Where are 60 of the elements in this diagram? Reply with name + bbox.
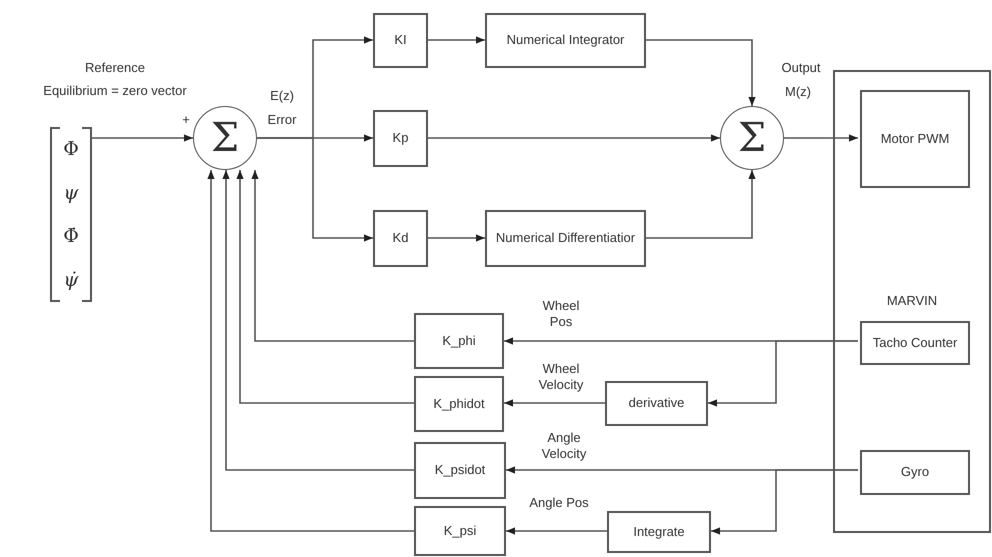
sigma-symbol: Σ <box>738 118 766 158</box>
process-block <box>414 506 506 556</box>
block-label: Kp <box>392 130 410 147</box>
signal-label: Error <box>266 112 298 128</box>
process-block <box>414 442 506 499</box>
block-label: K_psi <box>442 522 478 540</box>
arrow <box>504 399 605 407</box>
block-label: Numerical Differentiatior <box>494 230 636 247</box>
arrow <box>646 170 756 239</box>
process-block <box>373 210 428 267</box>
signal-label: Reference <box>84 60 146 76</box>
vector-element: ψ <box>64 182 78 204</box>
arrow <box>428 134 720 142</box>
arrow <box>711 469 858 535</box>
system-name: MARVIN <box>886 293 938 310</box>
process-block <box>860 90 970 188</box>
signal-label: Output <box>780 60 822 76</box>
vector-element: ψ̇ <box>64 269 78 292</box>
arrow <box>646 39 756 106</box>
arrow <box>428 234 485 242</box>
block-label: K_phi <box>441 332 477 350</box>
block-label: Numerical Integrator <box>506 32 626 49</box>
block-label: K_phidot <box>432 396 486 412</box>
signal-label: Equilibrium = zero vector <box>42 83 188 99</box>
block-label: Motor PWM <box>880 130 950 148</box>
arrow <box>784 134 858 142</box>
process-block <box>485 13 646 68</box>
block-label: Gyro <box>900 464 930 481</box>
arrow <box>506 527 607 535</box>
block-label: Tacho Counter <box>872 334 958 352</box>
vector-element: Φ̇ <box>63 225 79 248</box>
block-label: KI <box>393 32 408 49</box>
process-block <box>414 313 504 369</box>
process-block <box>860 321 970 365</box>
process-block <box>414 376 504 432</box>
process-block <box>605 381 708 426</box>
arrow <box>222 170 414 471</box>
signal-label: E(z) <box>269 88 295 104</box>
process-block <box>860 450 970 495</box>
arrow <box>257 137 373 242</box>
arrow <box>708 340 858 407</box>
system-block <box>833 70 991 533</box>
block-label: Kd <box>392 230 410 247</box>
process-block <box>485 210 646 267</box>
edge-label: Angle Pos <box>528 495 590 511</box>
arrow <box>428 36 485 44</box>
arrow <box>207 170 414 532</box>
process-block <box>373 13 428 68</box>
arrow <box>92 134 193 142</box>
block-label: derivative <box>628 395 686 412</box>
sigma-symbol: Σ <box>210 118 240 158</box>
arrow <box>236 170 414 404</box>
arrow <box>251 170 414 342</box>
sign-label: + <box>181 112 191 128</box>
vector-element: Φ <box>63 138 79 160</box>
process-block <box>607 511 711 553</box>
block-label: Integrate <box>632 524 686 540</box>
block-label: K_psidot <box>434 462 486 479</box>
signal-label: M(z) <box>784 84 812 100</box>
process-block <box>373 110 428 167</box>
